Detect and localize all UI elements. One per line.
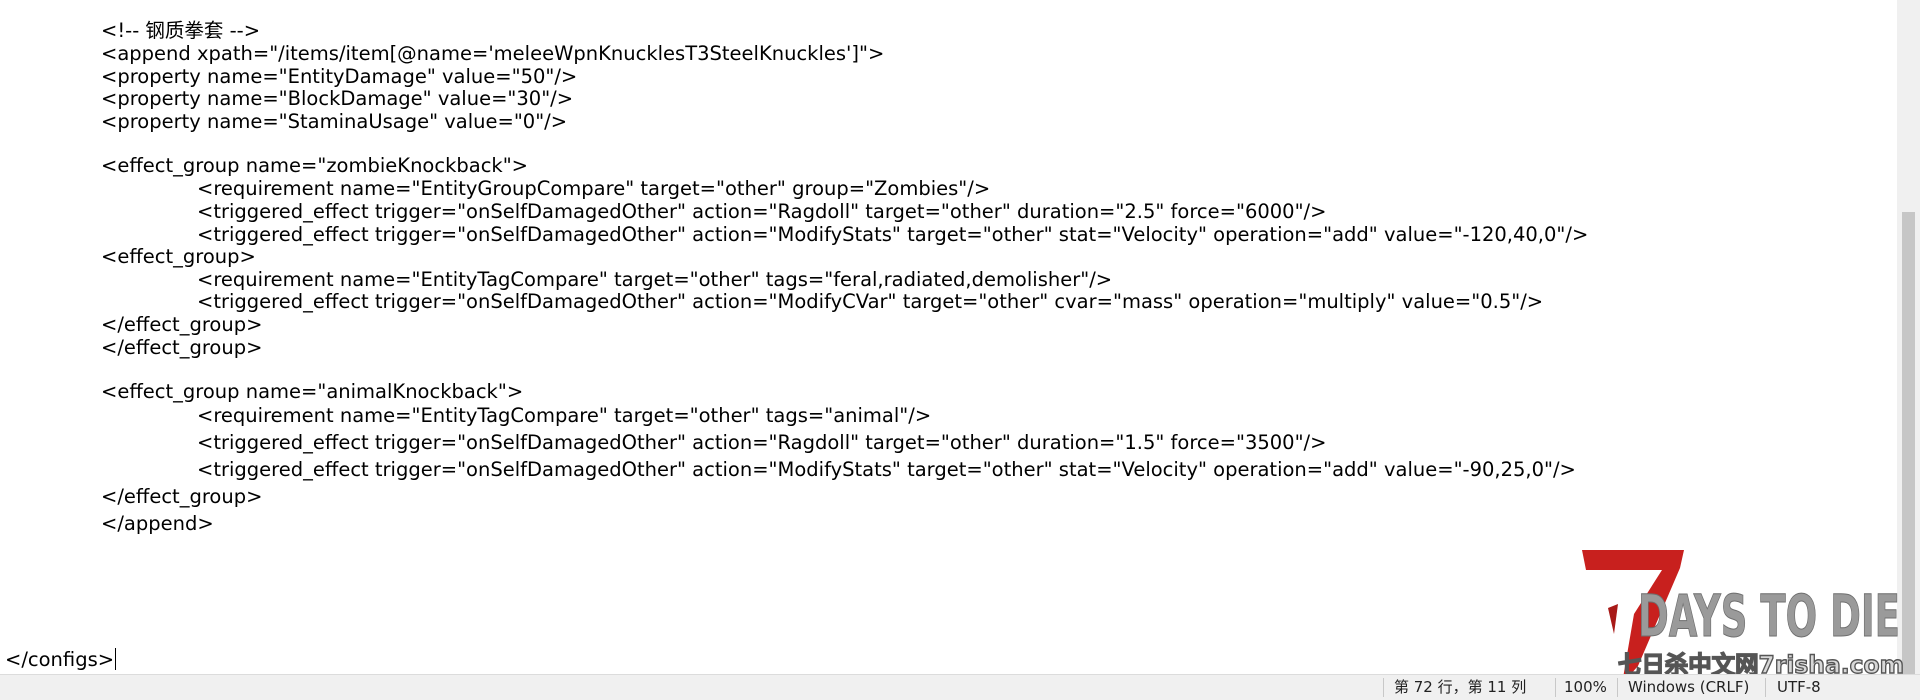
code-line: <!-- 钢质拳套 --> bbox=[101, 19, 261, 42]
vertical-scrollbar[interactable] bbox=[1897, 0, 1920, 674]
code-line: <requirement name="EntityTagCompare" tar… bbox=[197, 404, 932, 427]
encoding-indicator: UTF-8 bbox=[1777, 678, 1821, 696]
seven-days-to-die-watermark-logo: DAYS TO DIE 七日杀中文网7risha.com bbox=[1582, 550, 1905, 684]
status-bar: 第 72 行，第 11 列 100% Windows (CRLF) UTF-8 bbox=[0, 674, 1920, 700]
status-separator bbox=[1383, 678, 1384, 697]
code-line-text: </configs> bbox=[5, 648, 115, 671]
code-line: <effect_group name="animalKnockback"> bbox=[101, 380, 524, 403]
code-line: <property name="StaminaUsage" value="0"/… bbox=[101, 110, 568, 133]
code-line: <requirement name="EntityGroupCompare" t… bbox=[197, 177, 991, 200]
code-line: </effect_group> bbox=[101, 313, 263, 336]
code-line: <append xpath="/items/item[@name='meleeW… bbox=[101, 42, 885, 65]
text-editor-area[interactable]: <!-- 钢质拳套 --> <append xpath="/items/item… bbox=[0, 0, 1897, 674]
code-line: <triggered_effect trigger="onSelfDamaged… bbox=[197, 223, 1589, 246]
zoom-level: 100% bbox=[1564, 678, 1607, 696]
code-line: <triggered_effect trigger="onSelfDamaged… bbox=[197, 458, 1576, 481]
scrollbar-thumb[interactable] bbox=[1902, 212, 1915, 674]
code-line: <triggered_effect trigger="onSelfDamaged… bbox=[197, 431, 1327, 454]
status-separator bbox=[1765, 678, 1766, 697]
code-line: <triggered_effect trigger="onSelfDamaged… bbox=[197, 200, 1327, 223]
logo-seven-glyph bbox=[1582, 550, 1684, 684]
code-line: </effect_group> bbox=[101, 336, 263, 359]
code-line: <effect_group> bbox=[101, 245, 256, 268]
code-line-last: </configs> bbox=[5, 646, 117, 673]
cursor-position: 第 72 行，第 11 列 bbox=[1394, 678, 1527, 696]
status-separator bbox=[1555, 678, 1556, 697]
logo-text: DAYS TO DIE bbox=[1638, 582, 1900, 650]
line-ending-indicator: Windows (CRLF) bbox=[1628, 678, 1750, 696]
code-line: </effect_group> bbox=[101, 485, 263, 508]
code-line: <property name="EntityDamage" value="50"… bbox=[101, 65, 578, 88]
text-caret bbox=[115, 648, 117, 670]
code-line: </append> bbox=[101, 512, 214, 535]
code-line: <requirement name="EntityTagCompare" tar… bbox=[197, 268, 1113, 291]
code-line: <property name="BlockDamage" value="30"/… bbox=[101, 87, 574, 110]
code-line: <triggered_effect trigger="onSelfDamaged… bbox=[197, 290, 1544, 313]
status-separator bbox=[1617, 678, 1618, 697]
code-line: <effect_group name="zombieKnockback"> bbox=[101, 154, 529, 177]
